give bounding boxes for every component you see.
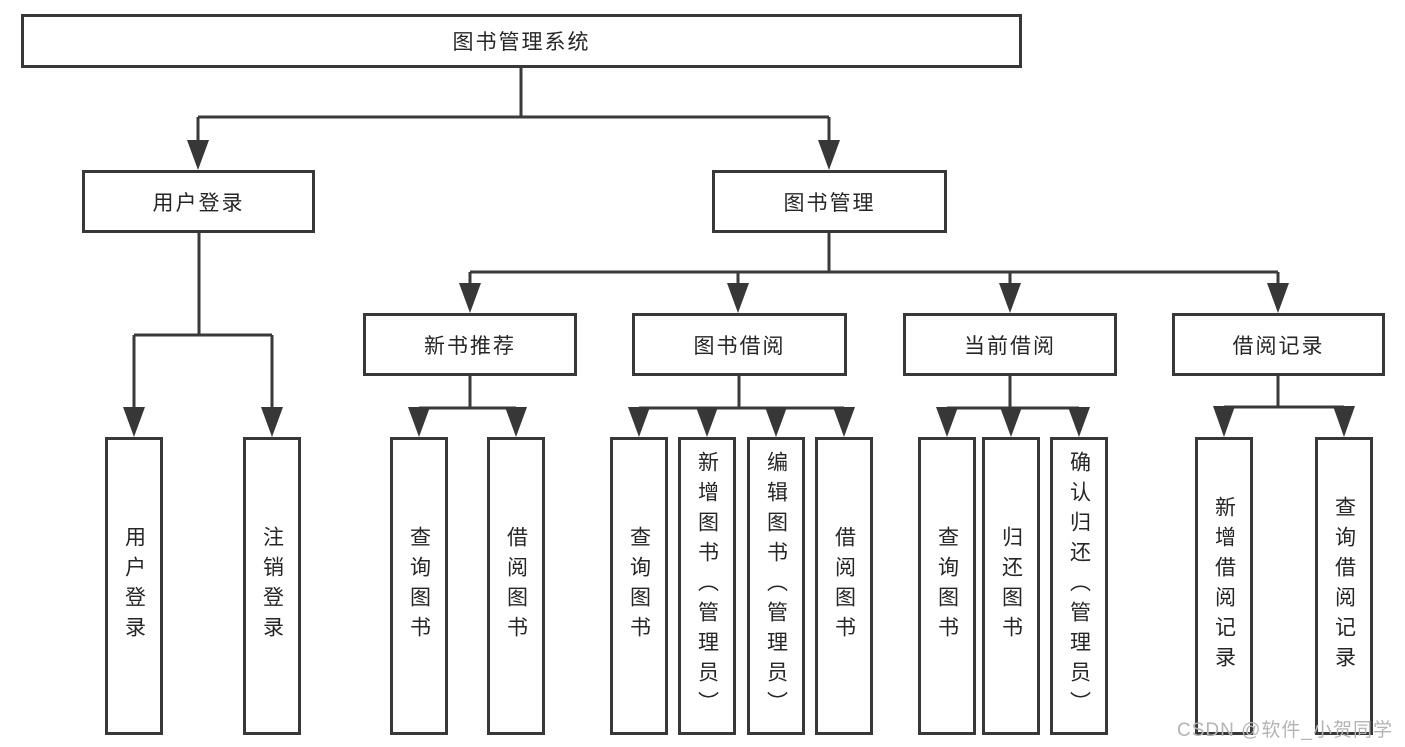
arrowhead xyxy=(696,407,718,437)
node-root-label: 图书管理系统 xyxy=(452,31,591,54)
leaf-bb-query-book: 查询图书 xyxy=(610,437,668,735)
arrowhead xyxy=(1213,406,1235,437)
arrowhead xyxy=(765,407,787,437)
arrowhead xyxy=(123,407,145,437)
node-user-login-label: 用户登录 xyxy=(152,191,245,215)
arrowhead xyxy=(505,407,527,437)
leaf-cb-query-book: 查询图书 xyxy=(918,437,976,735)
node-borrow-records-label: 借阅记录 xyxy=(1232,334,1325,358)
leaf-nbr-borrow-book: 借阅图书 xyxy=(487,437,545,735)
leaf-cb-query-book-label: 查询图书 xyxy=(935,526,959,646)
leaf-br-query-record: 查询借阅记录 xyxy=(1315,437,1373,735)
connector-new-book-recommend-to-leaves xyxy=(408,376,527,437)
node-root: 图书管理系统 xyxy=(21,14,1022,68)
leaf-bb-add-book-admin-label: 新增图书（管理员） xyxy=(695,451,719,721)
connector-borrow-records-to-leaves xyxy=(1213,376,1355,437)
leaf-bb-borrow-book-label: 借阅图书 xyxy=(832,526,856,646)
leaf-logout-label: 注销登录 xyxy=(260,526,284,646)
arrowhead xyxy=(628,407,650,437)
node-new-book-recommend-label: 新书推荐 xyxy=(424,334,516,358)
csdn-watermark: CSDN @软件_小贺同学 xyxy=(1177,720,1393,741)
leaf-bb-edit-book-admin-label: 编辑图书（管理员） xyxy=(764,451,788,721)
arrowhead xyxy=(1267,283,1289,313)
arrowhead xyxy=(936,407,958,437)
arrowhead xyxy=(727,283,749,313)
leaf-bb-edit-book-admin: 编辑图书（管理员） xyxy=(747,437,805,735)
arrowhead xyxy=(187,140,209,170)
connector-user-login-to-leaves xyxy=(123,233,283,437)
leaf-br-add-record: 新增借阅记录 xyxy=(1195,437,1253,735)
leaf-bb-add-book-admin: 新增图书（管理员） xyxy=(678,437,736,735)
leaf-cb-confirm-return-admin: 确认归还（管理员） xyxy=(1050,437,1108,735)
node-book-borrow: 图书借阅 xyxy=(632,313,847,376)
leaf-bb-query-book-label: 查询图书 xyxy=(627,526,651,646)
leaf-user-login-label: 用户登录 xyxy=(122,526,146,646)
leaf-nbr-borrow-book-label: 借阅图书 xyxy=(504,526,528,646)
node-borrow-records: 借阅记录 xyxy=(1172,313,1385,376)
arrowhead xyxy=(408,407,430,437)
arrowhead xyxy=(261,407,283,437)
leaf-cb-return-book: 归还图书 xyxy=(982,437,1040,735)
arrowhead xyxy=(459,283,481,313)
arrowhead xyxy=(1068,407,1090,437)
arrowhead xyxy=(818,140,840,170)
arrowhead xyxy=(833,407,855,437)
leaf-nbr-query-book-label: 查询图书 xyxy=(407,526,431,646)
connector-root-to-level2 xyxy=(187,68,840,170)
node-current-borrow: 当前借阅 xyxy=(903,313,1117,376)
node-new-book-recommend: 新书推荐 xyxy=(363,313,577,376)
leaf-nbr-query-book: 查询图书 xyxy=(390,437,448,735)
node-user-login: 用户登录 xyxy=(82,170,315,233)
leaf-cb-return-book-label: 归还图书 xyxy=(999,526,1023,646)
leaf-br-query-record-label: 查询借阅记录 xyxy=(1332,496,1356,676)
arrowhead xyxy=(1333,406,1355,437)
leaf-bb-borrow-book: 借阅图书 xyxy=(815,437,873,735)
node-book-management: 图书管理 xyxy=(712,170,947,233)
arrowhead xyxy=(1000,407,1022,437)
node-current-borrow-label: 当前借阅 xyxy=(964,334,1056,358)
node-book-management-label: 图书管理 xyxy=(783,191,876,215)
connector-book-management-to-level3 xyxy=(459,233,1289,313)
node-book-borrow-label: 图书借阅 xyxy=(693,334,786,358)
connector-book-borrow-to-leaves xyxy=(628,376,855,437)
leaf-cb-confirm-return-admin-label: 确认归还（管理员） xyxy=(1067,451,1091,721)
leaf-user-login: 用户登录 xyxy=(105,437,163,735)
arrowhead xyxy=(999,283,1021,313)
connector-current-borrow-to-leaves xyxy=(936,376,1090,437)
leaf-br-add-record-label: 新增借阅记录 xyxy=(1212,496,1236,676)
leaf-logout: 注销登录 xyxy=(243,437,301,735)
